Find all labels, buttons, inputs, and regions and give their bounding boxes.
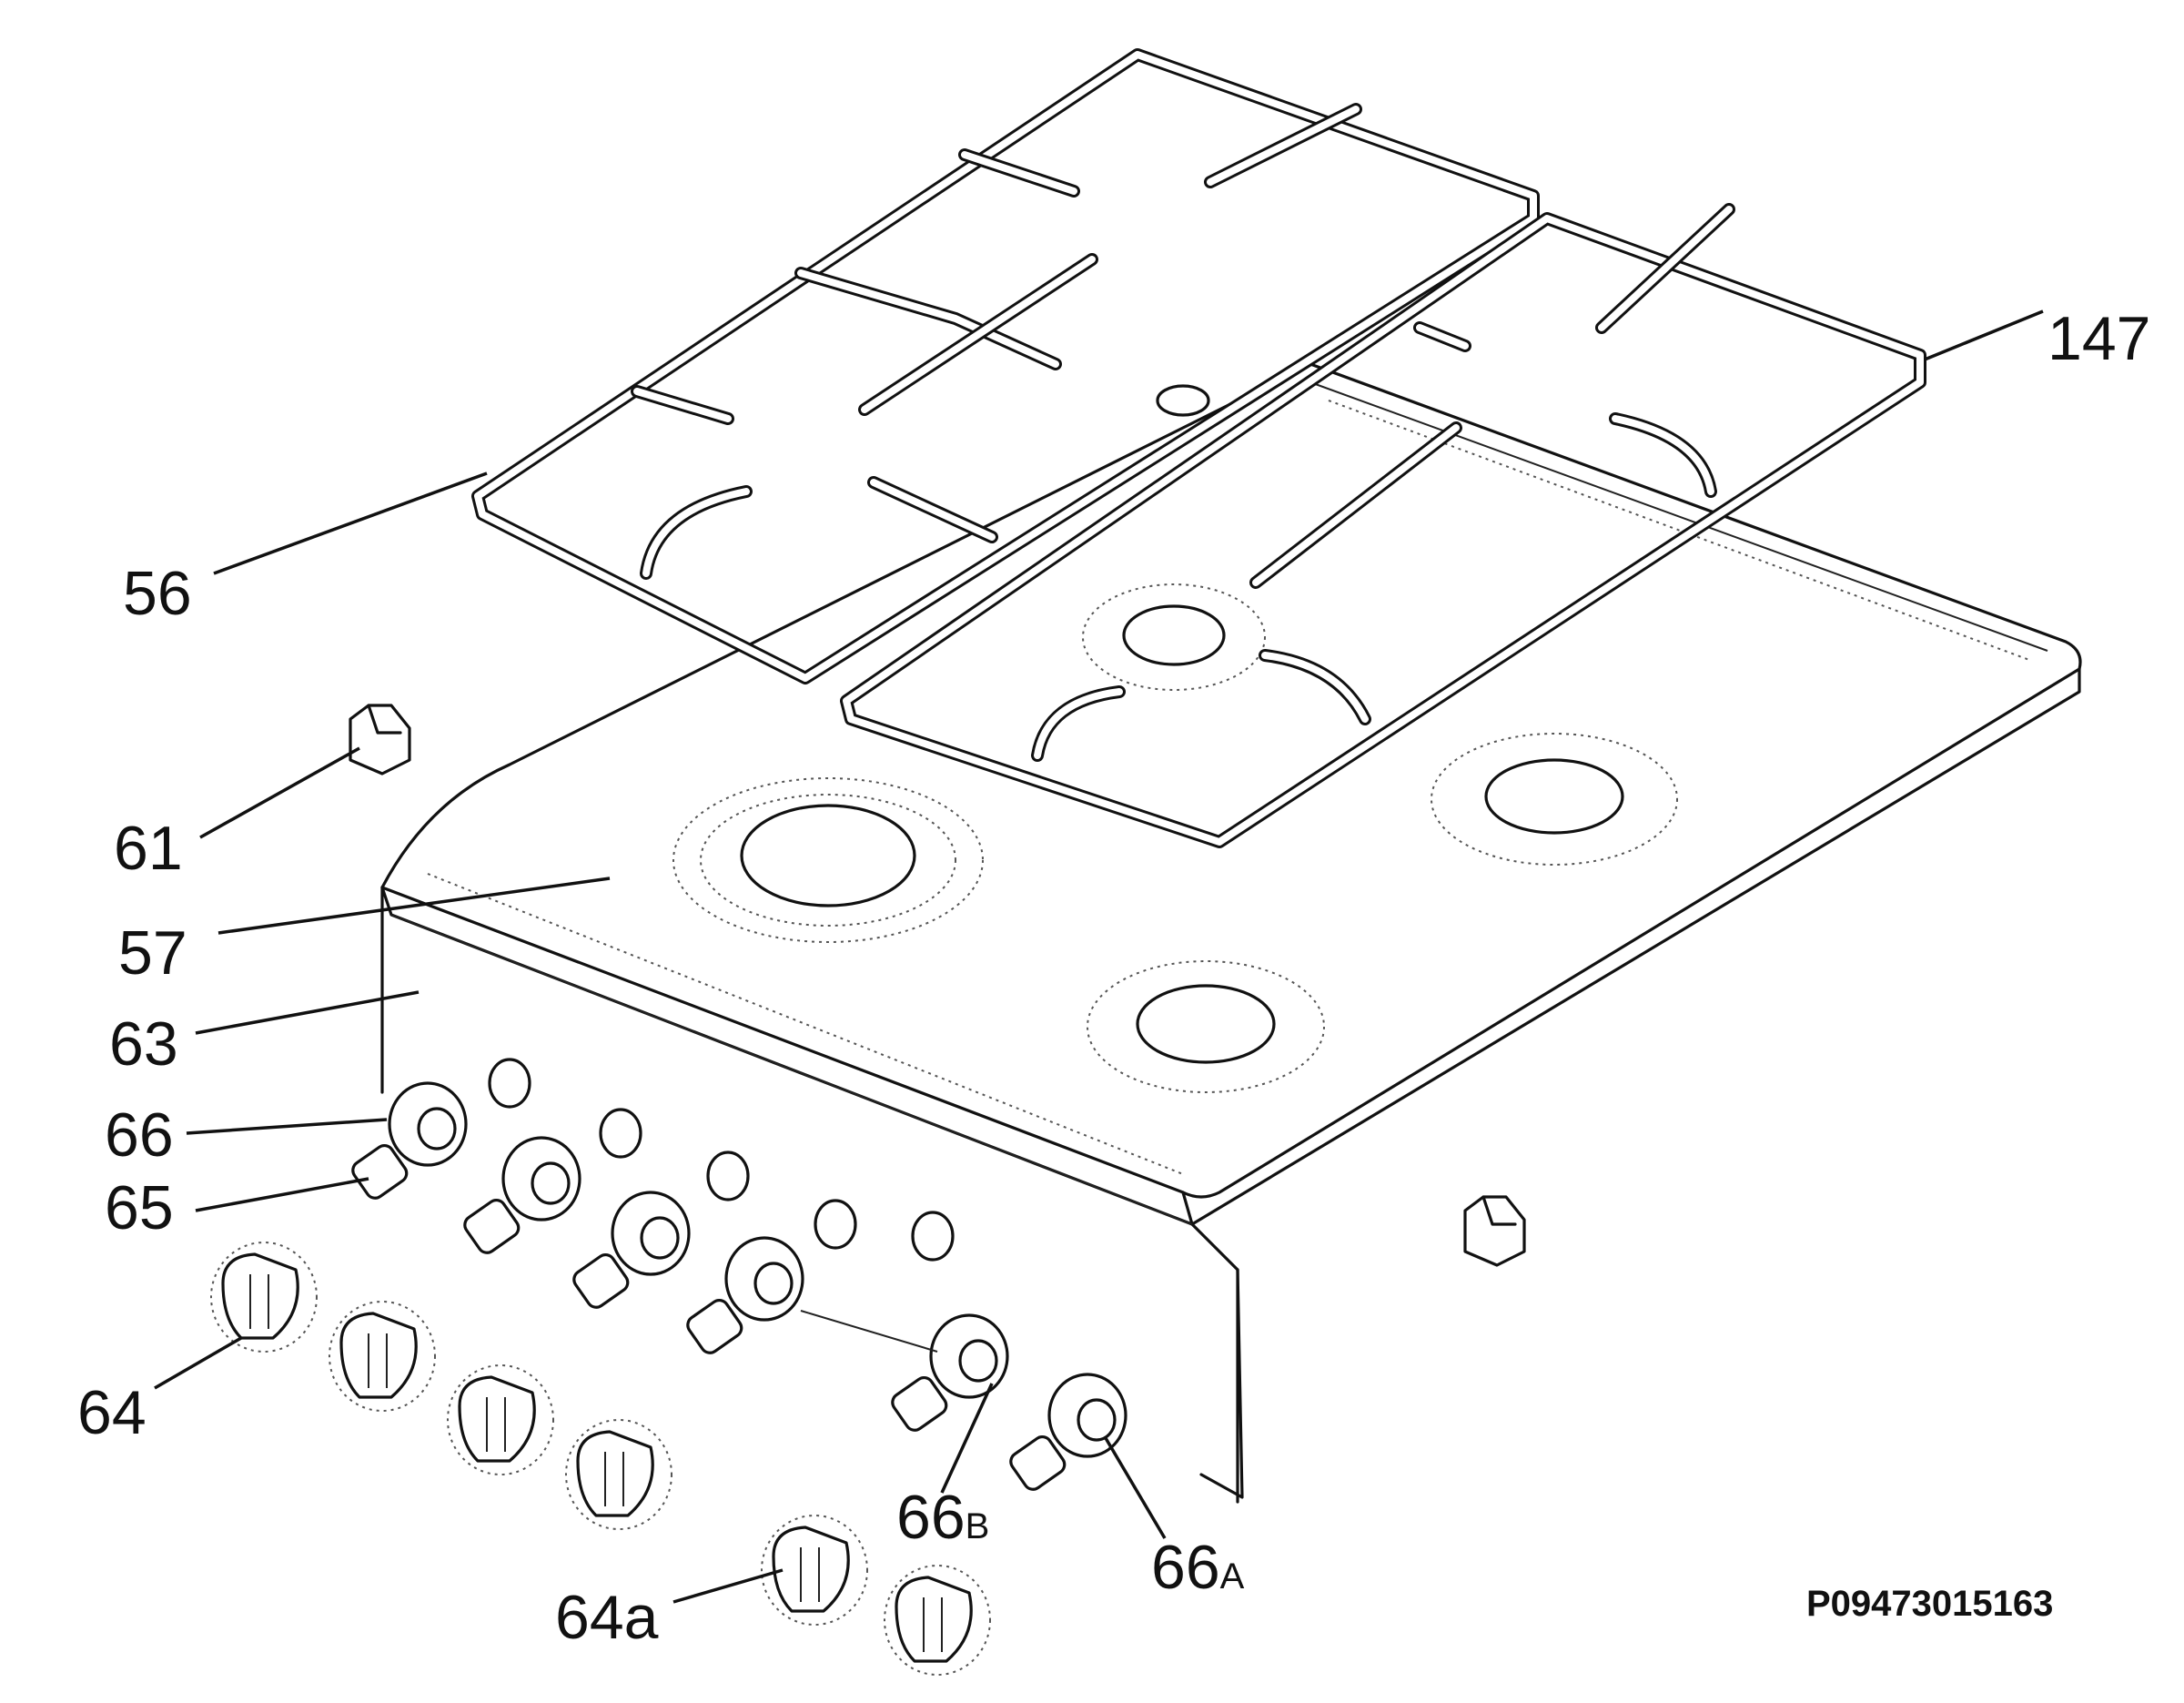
leader-61 bbox=[199, 746, 360, 839]
tap-valve-66a bbox=[1009, 1373, 1127, 1491]
label-61: 61 bbox=[114, 814, 183, 883]
pan-support-right-147 bbox=[840, 203, 1926, 848]
leader-64a bbox=[672, 1568, 784, 1604]
burner-front-left bbox=[672, 777, 984, 943]
leader-63 bbox=[195, 990, 420, 1035]
label-56: 56 bbox=[123, 559, 192, 628]
burner-rear-left bbox=[1082, 583, 1266, 691]
tap-valve-2 bbox=[463, 1136, 581, 1254]
gas-rail bbox=[800, 1310, 938, 1353]
label-66b: 66B bbox=[896, 1483, 989, 1552]
knob-4 bbox=[565, 1419, 672, 1530]
leader-66a bbox=[1104, 1437, 1167, 1539]
tap-valve-4 bbox=[686, 1236, 804, 1354]
leader-64 bbox=[154, 1336, 242, 1390]
burner-rear-right bbox=[1431, 733, 1678, 866]
knob-1 bbox=[210, 1242, 318, 1353]
leader-56 bbox=[213, 471, 488, 575]
drawing-code: P09473015163 bbox=[1806, 1584, 2053, 1624]
knob-64a-2 bbox=[884, 1565, 991, 1676]
leader-65 bbox=[195, 1177, 369, 1212]
knob-3 bbox=[447, 1364, 554, 1475]
tap-valve-1 bbox=[351, 1081, 468, 1200]
label-57: 57 bbox=[118, 918, 187, 988]
leader-57 bbox=[217, 877, 611, 935]
label-64: 64 bbox=[77, 1378, 147, 1447]
burner-front-right bbox=[1087, 960, 1325, 1093]
clip-part-right bbox=[1463, 1195, 1526, 1267]
leader-66b bbox=[940, 1383, 994, 1494]
tap-valve-3 bbox=[572, 1191, 691, 1309]
pan-support-left-56 bbox=[471, 48, 1540, 684]
label-147: 147 bbox=[2048, 304, 2150, 373]
knob-2 bbox=[329, 1301, 436, 1412]
label-63: 63 bbox=[109, 1009, 178, 1079]
label-64a: 64a bbox=[555, 1583, 659, 1652]
leader-66 bbox=[186, 1118, 388, 1135]
hob-top-panel bbox=[380, 362, 2082, 1226]
label-65: 65 bbox=[105, 1173, 174, 1242]
label-66a: 66A bbox=[1151, 1533, 1245, 1602]
leader-147 bbox=[1924, 309, 2044, 361]
tap-valve-66b bbox=[891, 1313, 1009, 1432]
burner-rear-center bbox=[1156, 384, 1210, 417]
clip-part-61 bbox=[349, 704, 411, 775]
label-66: 66 bbox=[105, 1100, 174, 1170]
knob-64a-1 bbox=[761, 1515, 868, 1626]
